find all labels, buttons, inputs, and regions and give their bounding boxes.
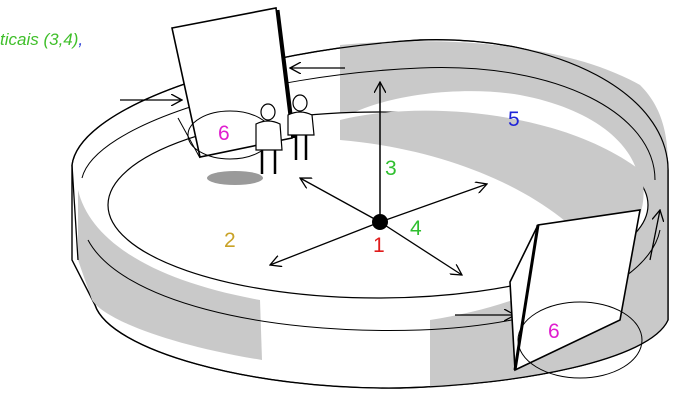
label-2: 2: [224, 229, 236, 252]
label-1: 1: [373, 234, 385, 257]
people-icon: [207, 94, 315, 185]
label-6-front: 6: [548, 320, 560, 343]
label-5: 5: [508, 108, 520, 131]
wall-inner-rim: [81, 67, 656, 181]
caption-text: ticais (3,4): [0, 30, 79, 49]
arrow-icon: [270, 82, 487, 275]
label-4: 4: [410, 217, 422, 240]
wall-bottom-rim: [94, 304, 669, 389]
wall-shadow-left: [78, 190, 262, 360]
label-6-back: 6: [218, 122, 230, 145]
wall-outer-rim: [71, 39, 669, 171]
label-3: 3: [385, 157, 397, 180]
door-swing-front: [517, 301, 643, 379]
caption: ticais (3,4),: [0, 30, 83, 50]
caption-comma: ,: [78, 30, 84, 49]
center-dot-icon: [372, 214, 388, 230]
